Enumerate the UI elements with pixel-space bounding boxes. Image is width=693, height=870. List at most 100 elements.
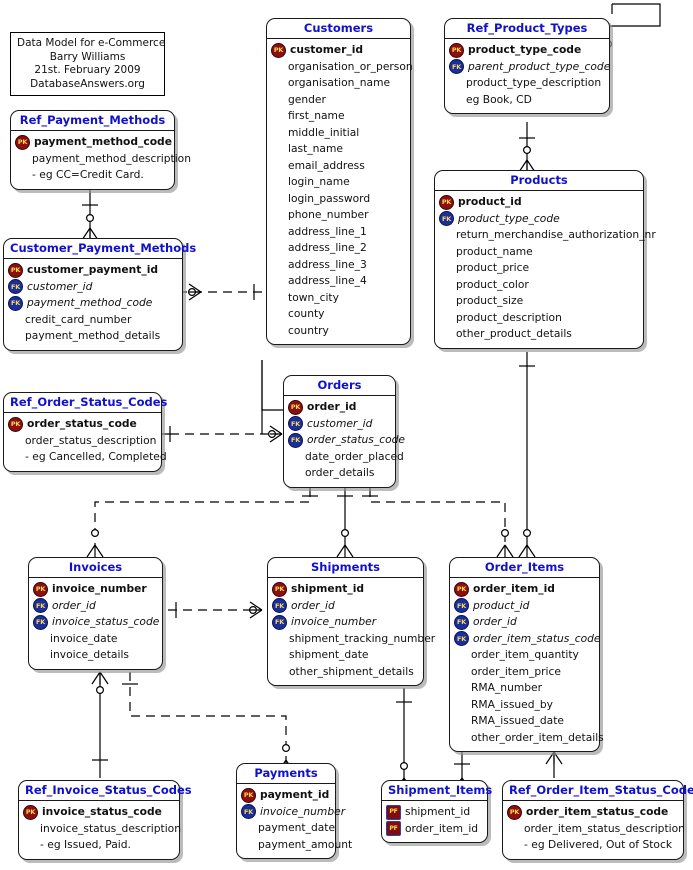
attribute-row: invoice_status_description	[23, 821, 181, 838]
attribute-row: address_line_4	[271, 273, 406, 290]
attribute-name: - eg Cancelled, Completed	[25, 450, 167, 463]
primary-key-icon: PK	[288, 399, 303, 415]
attribute-name: email_address	[288, 158, 365, 172]
attribute-row: other_shipment_details	[272, 664, 419, 681]
entity-title: Invoices	[29, 558, 162, 578]
attribute-row: FK customer_id	[288, 416, 391, 433]
attribute-row: organisation_or_person	[271, 59, 413, 76]
attribute-name: county	[288, 307, 325, 320]
attribute-row: shipment_tracking_number	[272, 631, 435, 648]
attribute-name: customer_id	[307, 416, 373, 430]
attribute-row: phone_number	[271, 207, 406, 224]
attribute-row: product_price	[439, 260, 639, 277]
foreign-key-icon: FK	[272, 598, 287, 614]
attribute-name: invoice_status_code	[52, 615, 160, 628]
attribute-row: return_merchandise_authorization_nr	[439, 227, 656, 244]
attribute-row: payment_method_description	[15, 151, 191, 168]
primary-key-icon: PK	[439, 194, 454, 210]
attribute-row: - eg CC=Credit Card.	[15, 167, 170, 184]
attribute-name: shipment_id	[405, 805, 471, 818]
attribute-name: shipment_tracking_number	[289, 631, 436, 645]
note-line-1: Data Model for e-Commerce	[17, 37, 166, 49]
attribute-name: order_status_code	[307, 433, 405, 446]
attribute-row: other_product_details	[439, 326, 639, 343]
attribute-row: town_city	[271, 290, 406, 307]
foreign-key-icon: FK	[8, 295, 23, 311]
attribute-name: phone_number	[288, 208, 369, 221]
attribute-name: address_line_2	[288, 241, 367, 254]
entity-title: Ref_Order_Status_Codes	[4, 393, 167, 413]
attribute-row: address_line_2	[271, 240, 406, 257]
attribute-name: product_description	[456, 310, 562, 324]
attribute-row: - eg Cancelled, Completed	[8, 449, 167, 466]
attribute-name: shipment_id	[291, 582, 365, 595]
attribute-row: RMA_number	[454, 680, 595, 697]
entity-title: Ref_Payment_Methods	[11, 111, 174, 131]
entity-title: Customer_Payment_Methods	[4, 239, 196, 259]
attribute-name: - eg CC=Credit Card.	[32, 168, 144, 181]
attribute-name: other_shipment_details	[289, 664, 414, 678]
rel-customers-orders	[261, 360, 283, 411]
attribute-name: product_size	[456, 294, 524, 307]
attribute-name: gender	[288, 92, 326, 106]
entity-title: Ref_Product_Types	[445, 19, 609, 39]
attribute-name: customer_payment_id	[27, 263, 159, 276]
attribute-row: payment_date	[241, 820, 335, 837]
attribute-name: RMA_number	[471, 681, 543, 694]
attribute-name: - eg Issued, Paid.	[40, 838, 131, 851]
attribute-row: county	[271, 306, 406, 323]
foreign-key-icon: FK	[288, 416, 303, 432]
attribute-name: return_merchandise_authorization_nr	[456, 228, 656, 241]
attribute-row: other_order_item_details	[454, 730, 604, 747]
attribute-name: order_id	[291, 598, 335, 612]
attribute-row: product_description	[439, 310, 639, 327]
attribute-name: product_color	[456, 277, 529, 291]
attribute-name: invoice_number	[291, 615, 377, 628]
attribute-row: - eg Issued, Paid.	[23, 837, 175, 854]
attribute-row: login_name	[271, 174, 406, 191]
attribute-name: order_item_status_code	[473, 631, 601, 645]
attribute-name: invoice_number	[260, 804, 346, 818]
attribute-row: product_name	[439, 244, 639, 261]
attribute-row: address_line_3	[271, 257, 406, 274]
attribute-name: invoice_status_description	[40, 821, 181, 835]
primary-key-icon: PK	[241, 787, 256, 803]
attribute-name: product_id	[473, 598, 530, 612]
attribute-row: country	[271, 323, 406, 340]
attribute-row: middle_initial	[271, 125, 406, 142]
attribute-name: order_item_status_code	[526, 805, 669, 818]
primary-key-icon: PK	[507, 804, 522, 820]
attribute-row: FK order_id	[272, 598, 419, 615]
primary-key-icon: PK	[33, 581, 48, 597]
foreign-key-icon: FK	[449, 59, 464, 75]
primary-key-icon: PK	[8, 262, 23, 278]
attribute-row: eg Book, CD	[449, 92, 605, 109]
attribute-row: last_name	[271, 141, 406, 158]
attribute-name: payment_date	[258, 821, 336, 834]
attribute-name: other_product_details	[456, 327, 572, 340]
attribute-row: gender	[271, 92, 406, 109]
attribute-name: payment_amount	[258, 837, 353, 851]
